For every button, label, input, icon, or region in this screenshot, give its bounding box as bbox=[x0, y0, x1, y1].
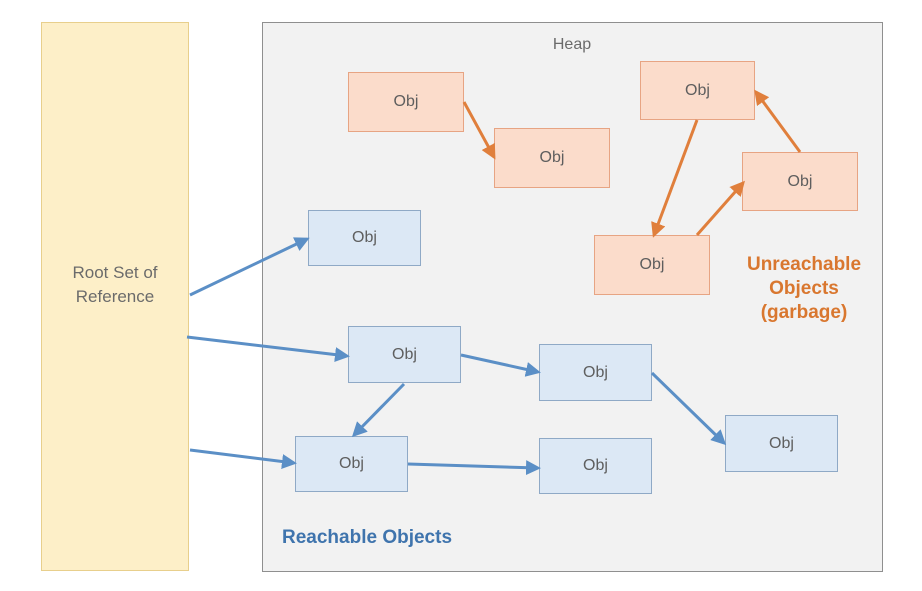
reachable-object-d: Obj bbox=[295, 436, 408, 492]
unreachable-objects-label: Unreachable Objects (garbage) bbox=[746, 254, 862, 323]
reachable-object-e: Obj bbox=[539, 438, 652, 494]
reachable-objects-label: Reachable Objects bbox=[282, 527, 453, 548]
root-set-panel: Root Set of Reference bbox=[41, 22, 189, 571]
unreachable-object-e: Obj bbox=[594, 235, 710, 295]
reachable-object-c: Obj bbox=[539, 344, 652, 401]
unreachable-object-d: Obj bbox=[742, 152, 858, 211]
heap-title: Heap bbox=[552, 36, 592, 53]
unreachable-object-a: Obj bbox=[348, 72, 464, 132]
reachable-object-a: Obj bbox=[308, 210, 421, 266]
unreachable-object-b: Obj bbox=[494, 128, 610, 188]
unreachable-object-c: Obj bbox=[640, 61, 755, 120]
root-set-label: Root Set of Reference bbox=[72, 262, 158, 306]
reachable-object-b: Obj bbox=[348, 326, 461, 383]
reachable-object-f: Obj bbox=[725, 415, 838, 472]
